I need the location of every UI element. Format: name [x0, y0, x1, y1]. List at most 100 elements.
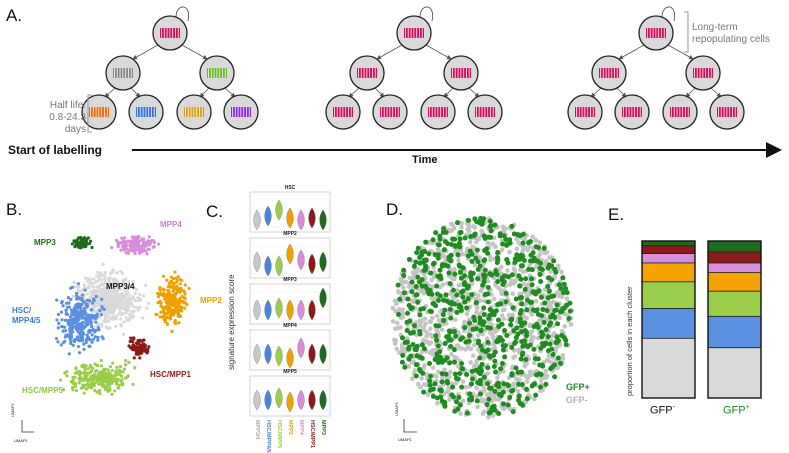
division-arrow: [181, 44, 208, 60]
cluster-label-2: MPP3/4: [106, 282, 135, 291]
cluster-hsc-mpp1-points: [127, 336, 151, 360]
violin-title-0: HSC: [284, 185, 296, 191]
self-renewal-loop: [175, 6, 190, 22]
umap-d-x-axis-label: UMAP1: [398, 437, 412, 442]
cluster-hsc-mpp4-5-points: [54, 282, 106, 356]
violin-0-6: [319, 209, 327, 231]
stacked-bar-0: [641, 240, 696, 399]
hsc-cell-tree-1: [152, 15, 188, 51]
bar-0-segment-1: [641, 245, 696, 254]
bar-0-segment-6: [641, 337, 696, 399]
violin-1-1: [264, 255, 272, 277]
cluster-label-3: MPP2: [200, 296, 222, 305]
bar-1-segment-2: [707, 262, 762, 273]
panel-d-letter: D.: [386, 200, 403, 219]
hsc-cell-tree-3: [638, 15, 674, 51]
violin-3-2: [275, 345, 283, 367]
violin-1-4: [297, 249, 305, 271]
progenitor-cell: [349, 55, 385, 91]
umap-b-axes: [21, 420, 34, 433]
division-arrow: [224, 87, 236, 98]
daughter-cell: [709, 94, 745, 130]
violin-3-3: [286, 347, 294, 369]
division-arrow: [199, 87, 210, 98]
violin-1-3: [286, 243, 294, 265]
violin-title-4: MPP5: [283, 369, 297, 375]
progenitor-cell: [199, 55, 235, 91]
daughter-cell: [128, 94, 164, 130]
stacked-bar-1: [707, 240, 762, 399]
violin-0-5: [308, 207, 316, 229]
violin-1-2: [275, 255, 283, 277]
gfp-plus-legend: GFP+: [566, 382, 590, 392]
violin-2-6: [319, 287, 327, 309]
daughter-cell: [81, 94, 117, 130]
daughter-cell: [662, 94, 698, 130]
cluster-label-5: MPP4/5: [12, 316, 41, 325]
violin-2-2: [275, 297, 283, 319]
umap-d-axes: [403, 419, 417, 433]
cluster-label-0: MPP3: [34, 238, 56, 247]
bar-1-segment-6: [707, 347, 762, 399]
cluster-mpp3-4-points: [68, 262, 151, 336]
bar-0-segment-0: [641, 240, 696, 247]
violin-title-2: MPP3: [283, 277, 297, 283]
division-arrow: [374, 87, 385, 98]
violin-4-2: [275, 387, 283, 409]
violin-2-0: [253, 299, 261, 321]
division-arrow: [348, 87, 360, 98]
long-term-bracket: [684, 11, 689, 53]
violin-0-4: [297, 209, 305, 231]
daughter-cell: [223, 94, 259, 130]
daughter-cell: [614, 94, 650, 130]
division-arrow: [425, 44, 452, 60]
bar-0-segment-3: [641, 262, 696, 283]
cluster-mpp2-points: [154, 270, 191, 333]
cluster-hsc-mpp5-points: [58, 358, 137, 396]
violin-4-6: [319, 389, 327, 411]
division-arrow: [376, 44, 403, 60]
bar-1-segment-5: [707, 315, 762, 349]
violin-2-5: [308, 299, 316, 321]
progenitor-cell: [443, 55, 479, 91]
violin-3-6: [319, 343, 327, 365]
half-life-label: Half life: 0.8-24.3 days: [49, 100, 86, 135]
violin-2-3: [286, 299, 294, 321]
daughter-cell: [325, 94, 361, 130]
violin-1-5: [308, 253, 316, 275]
violin-0-2: [275, 199, 283, 221]
bar-1-segment-3: [707, 271, 762, 292]
bar-0-segment-4: [641, 281, 696, 309]
panel-b-letter: B.: [6, 200, 23, 219]
division-arrow: [685, 87, 696, 98]
violin-0-1: [264, 205, 272, 227]
division-arrow: [667, 44, 694, 60]
bar-label-gfp-plus: GFP+: [723, 404, 750, 417]
progenitor-cell: [591, 55, 627, 91]
violin-4-4: [297, 389, 305, 411]
division-arrow: [590, 87, 602, 98]
bar-0-segment-2: [641, 253, 696, 264]
panel-e-letter: E.: [608, 205, 625, 224]
violin-4-0: [253, 389, 261, 411]
daughter-cell: [467, 94, 503, 130]
violin-title-3: MPP4: [283, 323, 297, 329]
violin-3-1: [264, 343, 272, 365]
panel-c-letter: C.: [206, 202, 223, 221]
violin-1-6: [319, 251, 327, 273]
daughter-cell: [176, 94, 212, 130]
violin-title-1: MPP2: [283, 231, 297, 237]
bar-1-segment-0: [707, 240, 762, 253]
daughter-cell: [372, 94, 408, 130]
daughter-cell: [420, 94, 456, 130]
self-renewal-loop: [661, 6, 676, 22]
division-arrow: [710, 87, 722, 98]
self-renewal-loop: [419, 6, 434, 22]
bar-1-segment-1: [707, 251, 762, 264]
panel-a-letter: A.: [6, 6, 23, 25]
cluster-label-7: HSC/MPP5: [22, 386, 63, 395]
